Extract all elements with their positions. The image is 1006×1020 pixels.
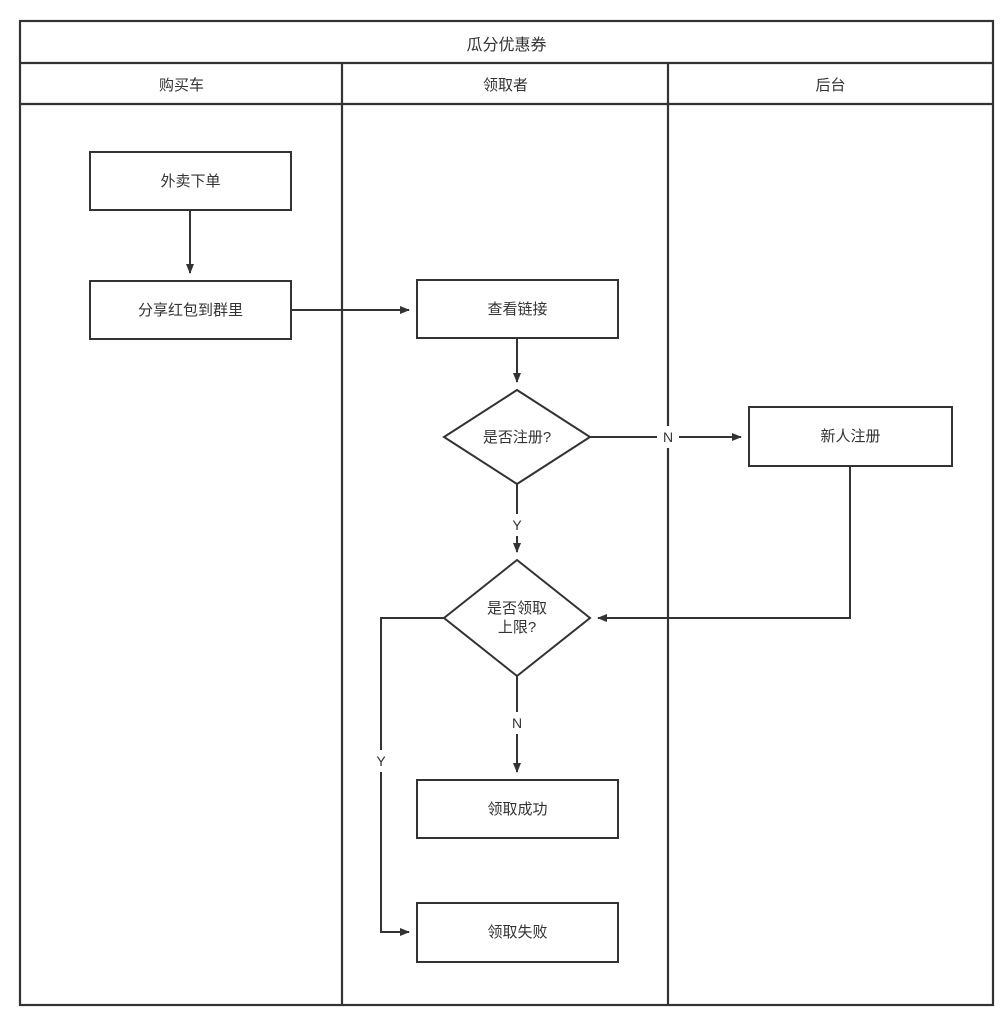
edge-label-zhuce-no: N: [657, 426, 679, 448]
pool-title: 瓜分优惠券: [466, 36, 547, 54]
node-shape-n7: [416, 779, 619, 839]
node-shape-n2: [89, 280, 292, 340]
edge-label-shangxian-no: N: [506, 712, 528, 734]
node-shape-n1: [89, 151, 292, 211]
node-shape-n3: [416, 279, 619, 339]
node-shape-n5: [748, 406, 953, 467]
edge-label-shangxian-yes: Y: [370, 750, 392, 772]
edge-n6-n8: [380, 617, 444, 936]
node-shape-n8: [416, 902, 619, 963]
lane-header-buyer: 购买车: [158, 76, 204, 94]
edge-n5-n6: [597, 466, 851, 622]
edge-paths: [186, 210, 851, 936]
edge-label-zhuce-yes: Y: [506, 514, 528, 536]
lane-header-receiver: 领取者: [482, 76, 528, 94]
lane-header-backend: 后台: [815, 76, 846, 94]
node-shapes: [89, 151, 953, 963]
